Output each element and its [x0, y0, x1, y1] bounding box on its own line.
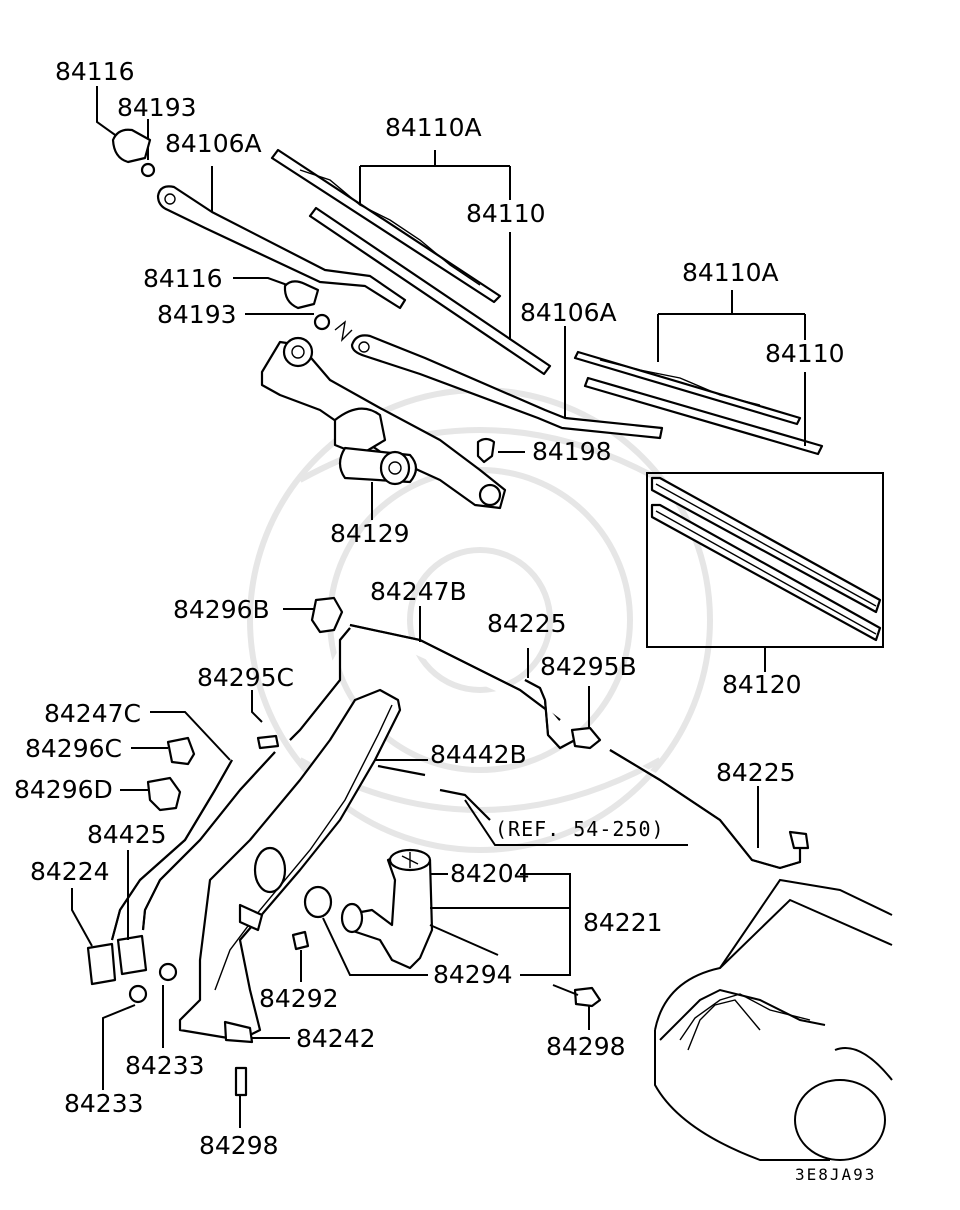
washer-pump-motors — [71, 850, 248, 1128]
label-84233-left: 84233 — [64, 1089, 144, 1118]
label-84296C: 84296C — [25, 734, 122, 763]
label-84224: 84224 — [30, 857, 110, 886]
wiper-arm-right — [350, 326, 664, 440]
label-84233-right: 84233 — [125, 1051, 205, 1080]
vehicle-location-view — [654, 878, 893, 1161]
label-84242: 84242 — [296, 1024, 376, 1053]
label-84225-top: 84225 — [487, 609, 567, 638]
washer-hoses — [110, 596, 810, 941]
label-84204: 84204 — [450, 859, 530, 888]
blade-refill-box — [646, 472, 884, 672]
wiper-motor-linkage — [260, 336, 507, 520]
label-84110-right: 84110 — [765, 339, 845, 368]
washer-tank — [178, 688, 402, 1044]
reference-note: (REF. 54-250) — [495, 817, 665, 841]
label-84110-top: 84110 — [466, 199, 546, 228]
label-84116-mid: 84116 — [143, 264, 223, 293]
label-84296B: 84296B — [173, 595, 270, 624]
washer-pump-filler — [291, 848, 602, 1030]
diagram-code: 3E8JA93 — [795, 1165, 876, 1184]
label-84198: 84198 — [532, 437, 612, 466]
label-84120: 84120 — [722, 670, 802, 699]
label-84129: 84129 — [330, 519, 410, 548]
label-84106A-left: 84106A — [165, 129, 262, 158]
label-84247C: 84247C — [44, 699, 141, 728]
label-84110A-right: 84110A — [682, 258, 779, 287]
label-84425: 84425 — [87, 820, 167, 849]
label-84292: 84292 — [259, 984, 339, 1013]
label-84295B: 84295B — [540, 652, 637, 681]
label-84225-right: 84225 — [716, 758, 796, 787]
label-84298-bottom: 84298 — [199, 1131, 279, 1160]
label-84247B: 84247B — [370, 577, 467, 606]
wiper-blade-top — [270, 148, 552, 376]
wiper-blade-right — [573, 290, 824, 456]
label-84221: 84221 — [583, 908, 663, 937]
label-84106A-right: 84106A — [520, 298, 617, 327]
label-84294: 84294 — [433, 960, 513, 989]
label-84296D: 84296D — [14, 775, 113, 804]
hose-clips — [120, 736, 196, 812]
wiper-arm-left — [96, 86, 407, 310]
label-84442B: 84442B — [430, 740, 527, 769]
label-84295C: 84295C — [197, 663, 294, 692]
label-84110A-top: 84110A — [385, 113, 482, 142]
label-84298-right: 84298 — [546, 1032, 626, 1061]
label-84116-top: 84116 — [55, 57, 135, 86]
label-84193-mid: 84193 — [157, 300, 237, 329]
label-84193-top: 84193 — [117, 93, 197, 122]
